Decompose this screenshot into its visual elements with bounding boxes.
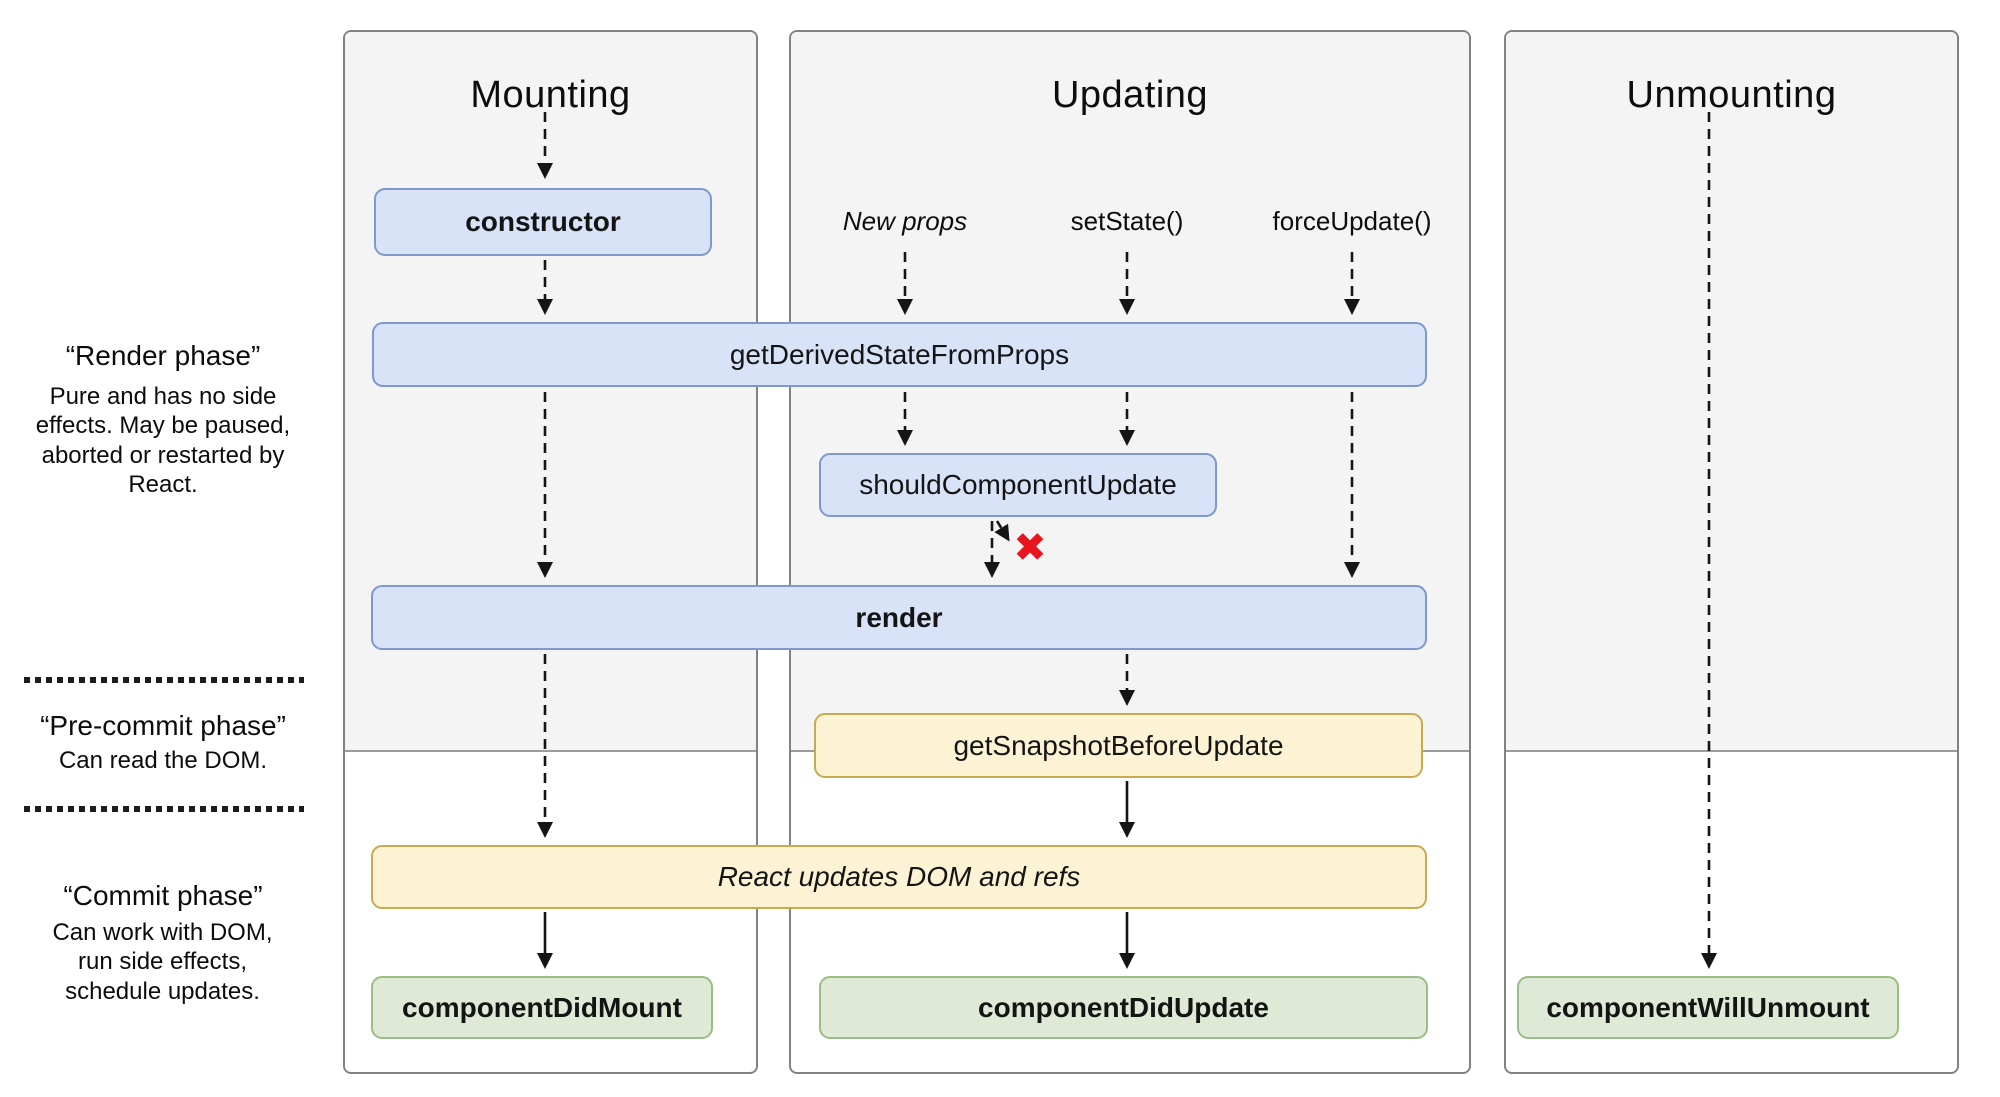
getsnapshotbeforeupdate-box[interactable]: getSnapshotBeforeUpdate xyxy=(814,713,1423,778)
componentdidupdate-box[interactable]: componentDidUpdate xyxy=(819,976,1428,1039)
commit-phase-description: Can work with DOM, run side effects, sch… xyxy=(52,919,273,1005)
unmounting-panel-title: Unmounting xyxy=(1626,74,1837,116)
pre-commit-phase-description: Can read the DOM. xyxy=(58,747,268,774)
render-phase-description: Pure and has no side effects. May be pau… xyxy=(35,383,291,498)
getderivedstatefromprops-box[interactable]: getDerivedStateFromProps xyxy=(372,322,1427,387)
commit-phase-title: “Commit phase” xyxy=(63,880,263,911)
shouldcomponentupdate-box[interactable]: shouldComponentUpdate xyxy=(819,453,1217,517)
pre-commit-phase-title: “Pre-commit phase” xyxy=(40,710,286,741)
forceupdate-label: forceUpdate() xyxy=(1272,206,1432,236)
mounting-panel-title: Mounting xyxy=(470,74,631,116)
unmounting-render-phase-region xyxy=(1506,32,1957,752)
new-props-label: New props xyxy=(842,206,968,236)
phase-separator-bottom xyxy=(24,806,304,812)
setstate-label: setState() xyxy=(1070,206,1184,236)
constructor-box[interactable]: constructor xyxy=(374,188,712,256)
skip-update-x-icon: ✖ xyxy=(1013,526,1047,570)
componentdidmount-box[interactable]: componentDidMount xyxy=(371,976,713,1039)
unmounting-panel: Unmounting xyxy=(1504,30,1959,1074)
react-updates-dom-box: React updates DOM and refs xyxy=(371,845,1427,909)
render-phase-title: “Render phase” xyxy=(65,340,261,371)
phase-separator-top xyxy=(24,677,304,683)
render-box[interactable]: render xyxy=(371,585,1427,650)
arrow-shouldcomponentupdate-false-branch xyxy=(994,520,1010,542)
updating-panel-title: Updating xyxy=(1051,74,1209,116)
componentwillunmount-box[interactable]: componentWillUnmount xyxy=(1517,976,1899,1039)
